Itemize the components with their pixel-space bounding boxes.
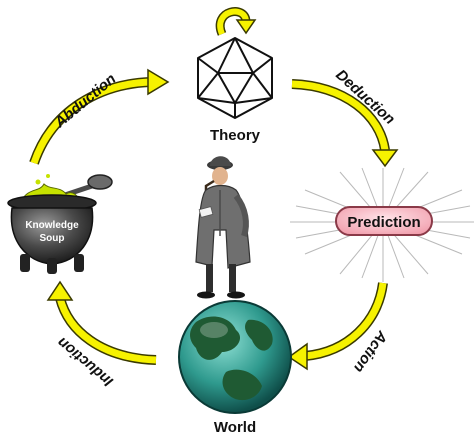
- detective-figure-icon: [195, 156, 251, 299]
- knowledge-label-line1: Knowledge: [25, 220, 79, 231]
- abduction-arrow: [29, 68, 170, 165]
- world-label: World: [214, 419, 256, 436]
- deduction-arrow: [291, 79, 399, 168]
- knowledge-label-line2: Soup: [40, 233, 65, 244]
- abduction-label: Abduction: [51, 70, 120, 131]
- theory-loop-arrow: [215, 7, 257, 36]
- prediction-pill: [335, 206, 433, 236]
- theory-label: Theory: [210, 127, 261, 144]
- globe-icon: [178, 300, 292, 414]
- icosahedron-icon: [197, 37, 273, 119]
- prediction-label: Prediction: [347, 214, 420, 231]
- cauldron-icon: [7, 174, 113, 274]
- induction-arrow: [46, 280, 157, 365]
- action-arrow: [287, 282, 388, 371]
